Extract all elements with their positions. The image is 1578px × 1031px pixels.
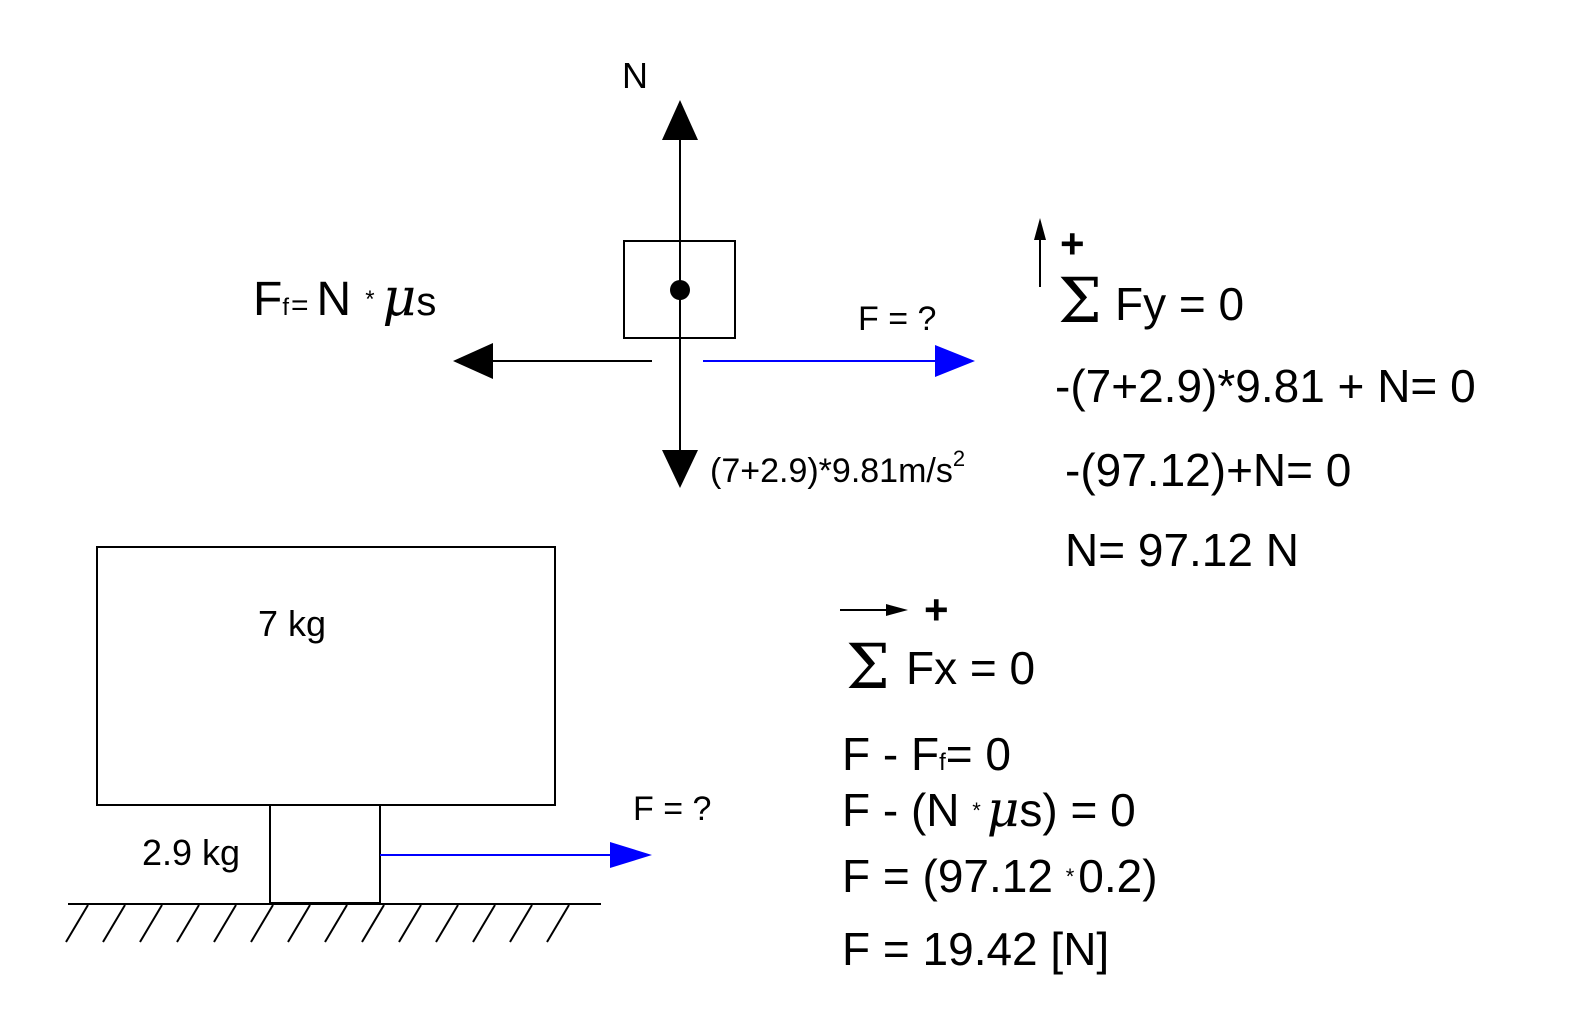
applied-force-arrowhead — [935, 345, 975, 377]
sum-fx-line-3: F = (97.12 *0.2) — [842, 850, 1158, 902]
weight-label: (7+2.9)*9.81m/s2 — [710, 446, 965, 490]
sum-fx-header: Fx = 0 — [906, 642, 1035, 694]
applied-force-label: F = ? — [858, 300, 936, 338]
hatch-line — [139, 904, 163, 943]
ground-hatching — [65, 904, 570, 943]
hatch-line — [435, 904, 459, 943]
hatch-line — [546, 904, 570, 943]
hatch-line — [176, 904, 200, 943]
hatch-line — [65, 904, 89, 943]
sum-fy-header: Fy = 0 — [1115, 278, 1244, 330]
positive-x-arrowhead — [886, 604, 908, 616]
plus-sign-x: + — [924, 586, 949, 633]
hatch-line — [509, 904, 533, 943]
mass-7kg-label: 7 kg — [258, 603, 326, 644]
center-of-mass-dot — [670, 280, 690, 300]
body-box — [623, 240, 736, 339]
sigma-y: Σ — [1058, 264, 1102, 337]
friction-arrowhead — [453, 343, 493, 379]
sum-fy-line-1: -(7+2.9)*9.81 + N= 0 — [1055, 360, 1476, 412]
mass-2-9kg-label: 2.9 kg — [142, 832, 240, 873]
positive-y-arrowhead — [1034, 218, 1046, 240]
sum-fy-line-3: N= 97.12 N — [1065, 524, 1299, 576]
hatch-line — [324, 904, 348, 943]
hatch-line — [287, 904, 311, 943]
hatch-line — [472, 904, 496, 943]
sum-fy-line-2: -(97.12)+N= 0 — [1065, 444, 1351, 496]
setup-force-label: F = ? — [633, 790, 711, 828]
weight-arrowhead — [662, 450, 698, 488]
sum-fx-line-1: F - Ff= 0 — [842, 728, 1011, 780]
mass-2-9kg-box — [269, 804, 381, 904]
friction-formula: Ff=N*μs — [253, 268, 436, 328]
sigma-x: Σ — [846, 630, 890, 703]
normal-force-label: N — [622, 55, 648, 96]
hatch-line — [398, 904, 422, 943]
plus-sign-y: + — [1060, 220, 1085, 267]
normal-force-arrowhead — [662, 100, 698, 140]
sum-fx-line-2: F - (N *μs) = 0 — [842, 780, 1136, 838]
mass-7kg-box — [96, 546, 556, 806]
hatch-line — [213, 904, 237, 943]
hatch-line — [250, 904, 274, 943]
sum-fx-result: F = 19.42 [N] — [842, 923, 1109, 975]
hatch-line — [102, 904, 126, 943]
hatch-line — [361, 904, 385, 943]
setup-force-arrowhead — [610, 842, 652, 868]
